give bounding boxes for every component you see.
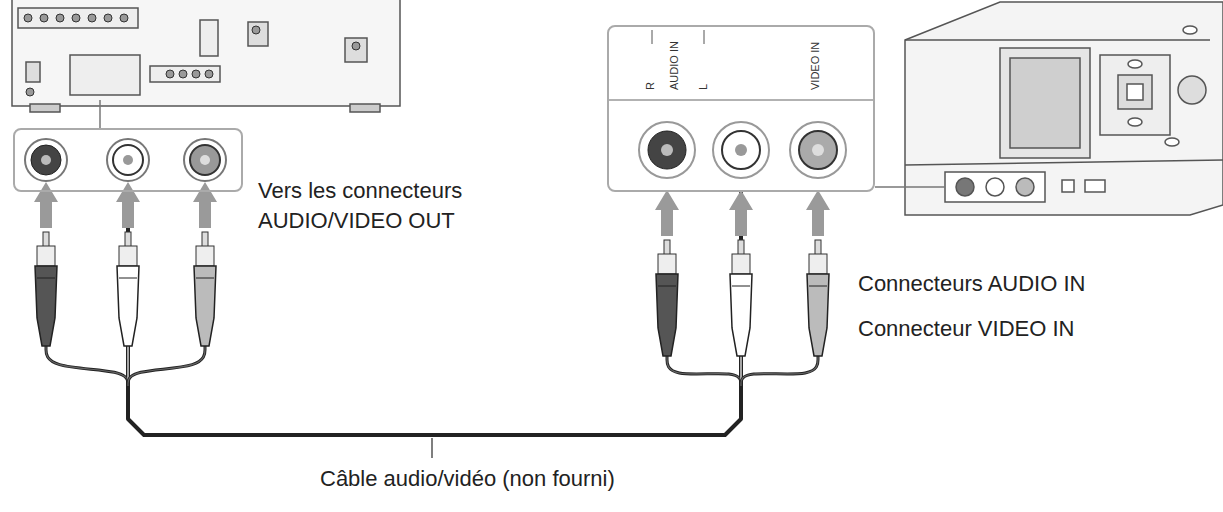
- output-jacks: [25, 139, 226, 181]
- input-jacks: [639, 122, 846, 178]
- cable-label: Câble audio/vidéo (non fourni): [320, 466, 615, 492]
- connector-label: Connecteurs AUDIO IN: [858, 271, 1085, 297]
- connector-caption: Vers les connecteurs AUDIO/VIDEO OUT: [258, 176, 508, 236]
- output-jack-panel: Vers les connecteurs AUDIO/VIDEO OUT: [13, 128, 243, 192]
- receiver: [12, 0, 400, 112]
- recorder-device: [905, 2, 1223, 215]
- jack-label: VIDEO IN: [809, 42, 822, 90]
- input-jack-panel: R AUDIO IN L VIDEO IN: [607, 25, 875, 192]
- connector-label: Connecteur VIDEO IN: [858, 316, 1074, 342]
- jack-label: AUDIO IN: [668, 41, 681, 90]
- jack-label: L: [697, 84, 710, 90]
- jack-label: R: [644, 82, 657, 90]
